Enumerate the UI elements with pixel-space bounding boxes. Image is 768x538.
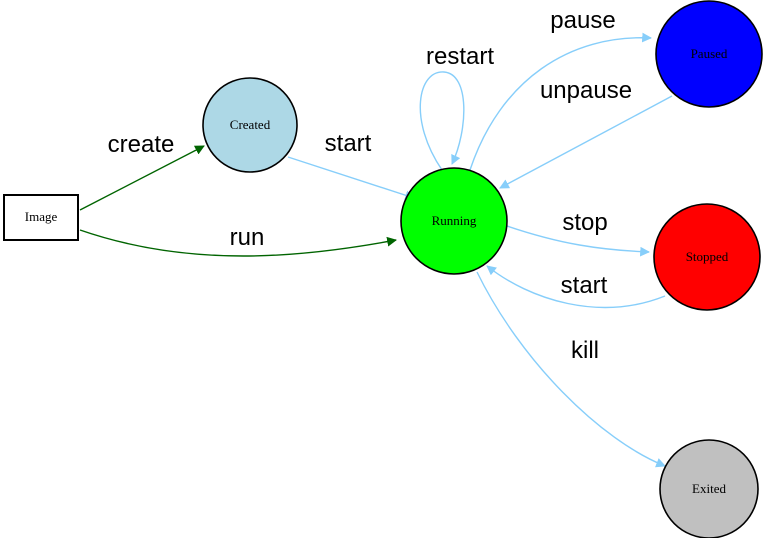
node-stopped[interactable]: Stopped xyxy=(653,203,761,311)
edge-start-stopped-running: start xyxy=(486,265,666,309)
node-paused-circle[interactable] xyxy=(655,0,763,108)
node-paused-label: Paused xyxy=(691,46,728,61)
node-paused[interactable]: Paused xyxy=(655,0,763,108)
edge-create-path xyxy=(79,145,205,211)
edge-stop-label: stop xyxy=(562,209,607,236)
edge-start2-path xyxy=(486,265,666,309)
edge-start1-label: start xyxy=(325,130,372,157)
edge-create: create xyxy=(79,131,205,211)
node-exited-label: Exited xyxy=(692,481,726,496)
edge-kill-label: kill xyxy=(571,337,599,364)
edge-start2-label: start xyxy=(561,272,608,299)
edge-run: run xyxy=(79,224,397,257)
node-created-circle[interactable] xyxy=(202,77,298,173)
node-created[interactable]: Created xyxy=(202,77,298,173)
edges-layer: create run start restart pause unpause xyxy=(79,7,673,468)
edge-unpause-path xyxy=(499,95,673,189)
edge-start-created-running: start xyxy=(287,130,415,200)
edge-kill-reverse-arrow xyxy=(472,268,520,340)
edge-stop: stop xyxy=(506,209,650,257)
node-created-label: Created xyxy=(230,117,271,132)
node-image[interactable]: Image xyxy=(3,194,79,241)
node-exited[interactable]: Exited xyxy=(659,439,759,538)
edge-run-label: run xyxy=(230,224,265,251)
nodes-layer: Image Created Running Paused Stopped Exi xyxy=(3,0,763,538)
edge-stop-path xyxy=(506,225,650,257)
edge-pause-label: pause xyxy=(550,7,615,34)
node-stopped-label: Stopped xyxy=(686,249,729,264)
node-image-rect[interactable] xyxy=(3,194,79,241)
edge-run-path xyxy=(79,229,397,257)
node-running[interactable]: Running xyxy=(400,167,508,275)
node-image-label: Image xyxy=(25,209,58,224)
edge-start1-path xyxy=(287,156,415,200)
node-running-label: Running xyxy=(432,213,477,228)
node-stopped-circle[interactable] xyxy=(653,203,761,311)
edge-pause: pause xyxy=(469,7,652,171)
edge-kill: kill xyxy=(476,271,666,468)
edge-kill-path xyxy=(476,271,666,468)
edge-unpause: unpause xyxy=(499,77,673,189)
node-running-circle[interactable] xyxy=(400,167,508,275)
edge-restart-path xyxy=(419,71,465,171)
edge-pause-path xyxy=(469,32,652,171)
edge-restart-label: restart xyxy=(426,43,494,70)
node-exited-circle[interactable] xyxy=(659,439,759,538)
edge-create-label: create xyxy=(108,131,175,158)
edge-restart-self-loop: restart xyxy=(419,43,494,171)
edge-unpause-label: unpause xyxy=(540,77,632,104)
